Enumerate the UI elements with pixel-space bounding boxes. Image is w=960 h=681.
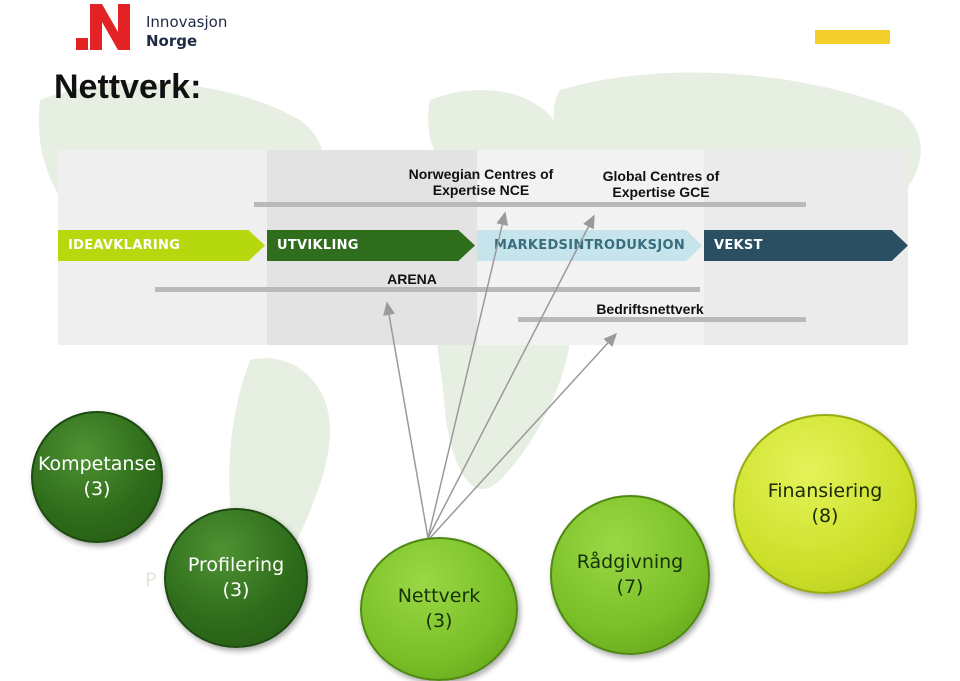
gce-label: Global Centres of Expertise GCE (602, 168, 720, 200)
radgivning-label: Rådgivning (576, 551, 684, 573)
yellow-accent-bar (815, 30, 890, 44)
circle-kompetanse[interactable]: Kompetanse (3) (31, 411, 163, 543)
circle-profilering[interactable]: Profilering (3) (164, 508, 308, 648)
circle-nettverk[interactable]: Nettverk (3) (360, 537, 518, 681)
nettverk-label: Nettverk (397, 585, 481, 607)
arena-bar (155, 287, 700, 292)
finansiering-count: (8) (811, 505, 839, 527)
circle-finansiering[interactable]: Finansiering (8) (733, 414, 917, 594)
kompetanse-count: (3) (83, 478, 111, 500)
stage-vekst: VEKST (704, 230, 908, 261)
brand-line-1: Innovasjon (146, 13, 228, 31)
arena-label: ARENA (387, 271, 437, 287)
finansiering-label: Finansiering (767, 480, 883, 502)
stage-utvikling: UTVIKLING (267, 230, 475, 261)
brand-name: Innovasjon Norge (146, 13, 227, 51)
innovasjon-norge-logo (76, 4, 130, 50)
background-ghost-text: P (145, 569, 157, 591)
kompetanse-label: Kompetanse (37, 453, 157, 475)
radgivning-count: (7) (616, 576, 644, 598)
profilering-label: Profilering (187, 554, 285, 576)
stage-ideavklaring: IDEAVKLARING (58, 230, 265, 261)
brand-line-2: Norge (146, 32, 198, 50)
circle-radgivning[interactable]: Rådgivning (7) (550, 495, 710, 655)
profilering-count: (3) (222, 579, 250, 601)
nettverk-count: (3) (425, 610, 453, 632)
stage-markedsintroduksjon: MARKEDSINTRODUKSJON (477, 230, 702, 261)
logo-mark (76, 38, 88, 50)
bedriftsnettverk-bar (518, 317, 806, 322)
nce-gce-bar (254, 202, 806, 207)
nce-label: Norwegian Centres of Expertise NCE (408, 166, 554, 198)
page-title: Nettverk: (54, 68, 202, 106)
bedriftsnettverk-label: Bedriftsnettverk (596, 301, 704, 317)
